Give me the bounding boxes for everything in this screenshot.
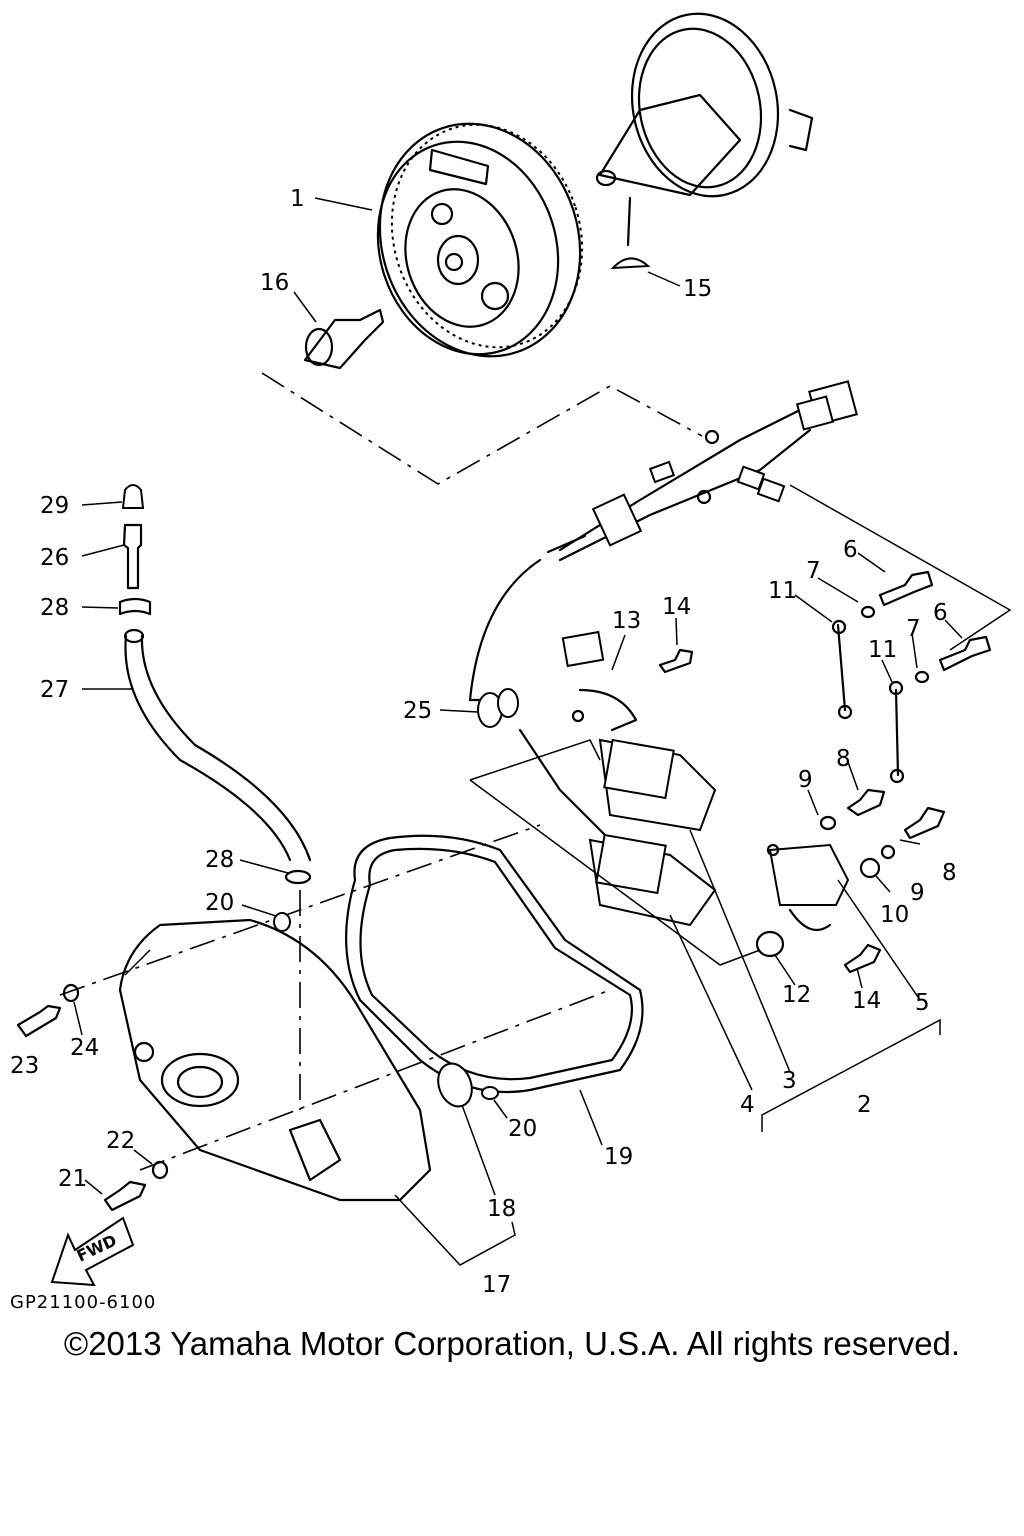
stator-group-bracket (761, 1018, 941, 1132)
callout-18: 18 (487, 1196, 516, 1222)
callout-15: 15 (683, 276, 712, 302)
callout-11a: 11 (768, 578, 797, 604)
leader-lines (73, 197, 963, 1196)
callout-22: 22 (106, 1128, 135, 1154)
flywheel-rotor (376, 122, 584, 358)
callout-28a: 28 (40, 595, 69, 621)
callout-8b: 8 (942, 860, 957, 886)
callout-8a: 8 (836, 746, 851, 772)
callout-23: 23 (10, 1053, 39, 1079)
callout-9a: 9 (798, 767, 813, 793)
callout-14a: 14 (662, 594, 691, 620)
diagram-code: GP21100-6100 (10, 1292, 157, 1313)
callout-5: 5 (915, 990, 930, 1016)
engine-cover (118, 918, 499, 1202)
callout-2: 2 (857, 1092, 872, 1118)
callout-19: 19 (604, 1144, 633, 1170)
vent-hose-stack (118, 484, 312, 1110)
upper-assembly-bracket (261, 372, 703, 485)
fasteners-right (658, 570, 992, 974)
callout-27: 27 (40, 677, 69, 703)
wire-harness (468, 380, 858, 702)
callout-3: 3 (782, 1068, 797, 1094)
fasteners-left (16, 912, 291, 1212)
flywheel-bolt (293, 291, 385, 370)
charge-coil (766, 843, 850, 932)
callout-28b: 28 (205, 847, 234, 873)
callout-20a: 20 (205, 890, 234, 916)
callout-13: 13 (612, 608, 641, 634)
callout-9b: 9 (910, 880, 925, 906)
callout-11b: 11 (868, 637, 897, 663)
callout-10: 10 (880, 902, 909, 928)
copyright-notice: ©2013 Yamaha Motor Corporation, U.S.A. A… (63, 1325, 961, 1362)
starter-pulley (595, 12, 814, 247)
harness-bracket (789, 484, 1012, 651)
callout-21: 21 (58, 1166, 87, 1192)
callout-6a: 6 (843, 537, 858, 563)
callout-25: 25 (403, 698, 432, 724)
callout-1: 1 (290, 186, 305, 212)
callout-numbers: 1 16 15 29 26 28 27 6 7 11 6 7 11 13 14 … (10, 186, 957, 1298)
callout-17: 17 (482, 1272, 511, 1298)
callout-26: 26 (40, 545, 69, 571)
callout-29: 29 (40, 493, 69, 519)
callout-14b: 14 (852, 988, 881, 1014)
cover-group-bracket (394, 1194, 516, 1266)
coil-assembly-box (469, 739, 761, 966)
callout-20b: 20 (508, 1116, 537, 1142)
callout-16: 16 (260, 270, 289, 296)
callout-4: 4 (740, 1092, 755, 1118)
fwd-arrow: FWD (50, 1216, 135, 1287)
assembly-centerlines (59, 824, 611, 1171)
cover-gasket (345, 834, 644, 1094)
callout-7a: 7 (806, 558, 821, 584)
callout-12: 12 (782, 982, 811, 1008)
lead-plates (831, 619, 905, 784)
callout-6b: 6 (933, 600, 948, 626)
pickup-coil (561, 630, 638, 732)
grommet (439, 688, 519, 728)
stator-coils (518, 728, 717, 927)
woodruff-key (610, 257, 681, 287)
callout-7b: 7 (906, 616, 921, 642)
callout-24: 24 (70, 1035, 99, 1061)
